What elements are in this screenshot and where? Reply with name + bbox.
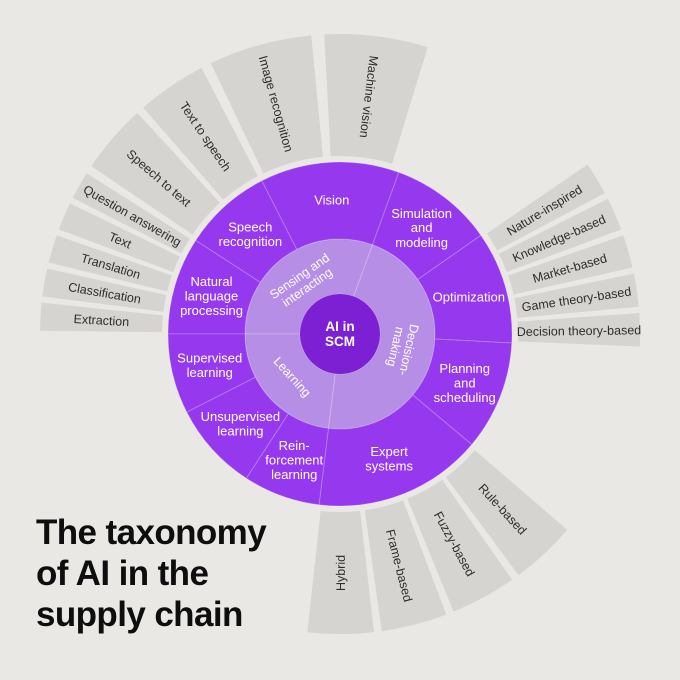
page-title: The taxonomy of AI in the supply chain: [36, 512, 267, 635]
svg-text:Hybrid: Hybrid: [334, 555, 348, 591]
leaf-segment-machine-vision: [324, 33, 428, 164]
leaf-segment-translation: [48, 235, 172, 292]
leaf-segment-frame-based: [364, 500, 447, 632]
leaf-segment-knowledge-based: [498, 198, 622, 272]
leaf-segment-text: [58, 203, 180, 272]
svg-text:Extraction: Extraction: [73, 312, 129, 329]
category-segment-expert-systems: [318, 394, 473, 507]
leaf-segment-fuzzy-based: [407, 479, 513, 612]
category-segment-nlp: [167, 239, 262, 335]
title-line-3: supply chain: [36, 595, 243, 634]
category-segment-planning: [412, 338, 513, 446]
leaf-segment-question-answering: [72, 173, 190, 254]
leaf-segment-market-based: [508, 235, 633, 295]
svg-text:Optimization: Optimization: [433, 290, 505, 305]
leaf-label-decision-theory-based: Decision theory-based: [517, 323, 642, 339]
leaf-segment-rule-based: [445, 450, 568, 576]
leaf-segment-image-recognition: [210, 35, 323, 174]
leaf-segment-classification: [42, 268, 167, 312]
leaf-label-extraction: Extraction: [73, 312, 129, 329]
leaf-segment-hybrid: [307, 510, 374, 635]
leaf-segment-game-theory-based: [514, 273, 639, 318]
leaf-segment-speech-to-text: [91, 112, 220, 235]
leaf-segment-extraction: [40, 302, 163, 333]
category-segment-supervised-learning: [167, 333, 257, 413]
category-segment-optimization: [417, 234, 513, 344]
title-line-2: of AI in the: [36, 554, 209, 593]
category-segment-vision: [261, 161, 400, 251]
title-line-1: The taxonomy: [36, 513, 267, 552]
category-label-vision: Vision: [314, 193, 349, 208]
category-label-optimization: Optimization: [433, 290, 505, 305]
center-circle: [300, 294, 380, 374]
leaf-label-hybrid: Hybrid: [334, 555, 348, 591]
svg-text:Vision: Vision: [314, 193, 349, 208]
leaf-segment-nature-inspired: [486, 164, 605, 251]
leaf-segment-text-to-speech: [143, 67, 258, 200]
svg-text:Decision theory-based: Decision theory-based: [517, 323, 642, 339]
leaf-segment-decision-theory-based: [517, 313, 641, 347]
